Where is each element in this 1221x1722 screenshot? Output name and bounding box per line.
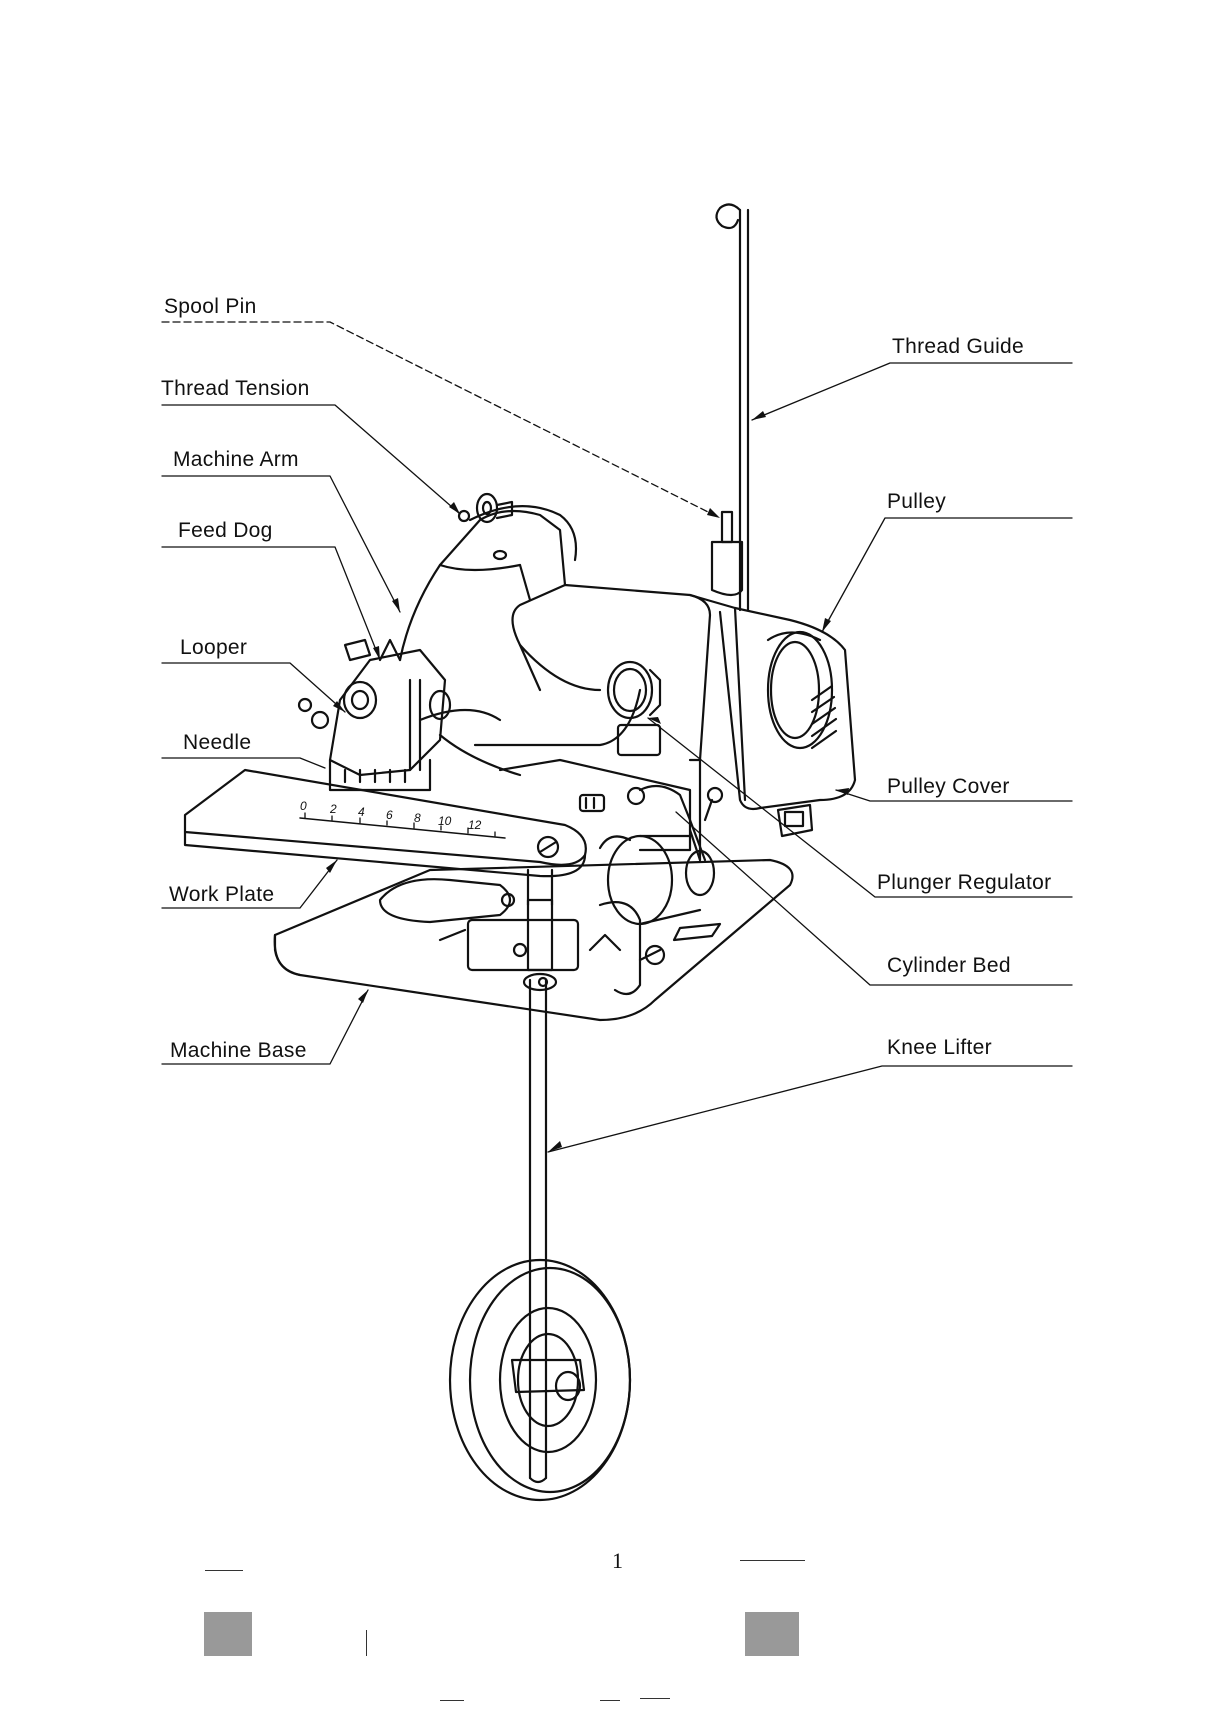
thread-tension-assembly bbox=[459, 494, 576, 560]
knee-lifter-wheel bbox=[450, 1260, 630, 1500]
label-pulley-cover: Pulley Cover bbox=[887, 776, 1010, 797]
scale-tick-12: 12 bbox=[468, 818, 482, 832]
scale-tick-10: 10 bbox=[438, 814, 452, 828]
label-cylinder-bed: Cylinder Bed bbox=[887, 955, 1011, 976]
label-knee-lifter: Knee Lifter bbox=[887, 1037, 992, 1058]
knee-lifter-rod bbox=[530, 980, 546, 1482]
label-work-plate: Work Plate bbox=[169, 884, 274, 905]
pulley-cover-shape bbox=[690, 595, 855, 836]
label-thread-tension: Thread Tension bbox=[161, 378, 310, 399]
needle-looper-assembly bbox=[299, 640, 450, 790]
pulley-wheel bbox=[768, 632, 832, 748]
thread-guide-rod bbox=[716, 204, 748, 610]
scale-tick-8: 8 bbox=[414, 811, 421, 825]
scale-tick-0: 0 bbox=[300, 799, 307, 813]
page-number: 1 bbox=[612, 1548, 623, 1574]
label-pulley: Pulley bbox=[887, 491, 946, 512]
work-plate bbox=[185, 770, 586, 876]
label-needle: Needle bbox=[183, 732, 251, 753]
machine-arm-body bbox=[400, 511, 710, 860]
knee-lifter-clamp bbox=[468, 870, 664, 994]
label-thread-guide: Thread Guide bbox=[892, 336, 1024, 357]
label-feed-dog: Feed Dog bbox=[178, 520, 273, 541]
label-plunger-regulator: Plunger Regulator bbox=[877, 872, 1051, 893]
machine-base bbox=[275, 860, 793, 1020]
scale-tick-2: 2 bbox=[329, 802, 337, 816]
scale-tick-4: 4 bbox=[358, 805, 365, 819]
label-machine-arm: Machine Arm bbox=[173, 449, 299, 470]
label-machine-base: Machine Base bbox=[170, 1040, 307, 1061]
scale-tick-6: 6 bbox=[386, 808, 393, 822]
scan-artifacts bbox=[204, 1560, 805, 1701]
spool-pin bbox=[712, 512, 742, 595]
label-looper: Looper bbox=[180, 637, 247, 658]
label-spool-pin: Spool Pin bbox=[164, 296, 257, 317]
